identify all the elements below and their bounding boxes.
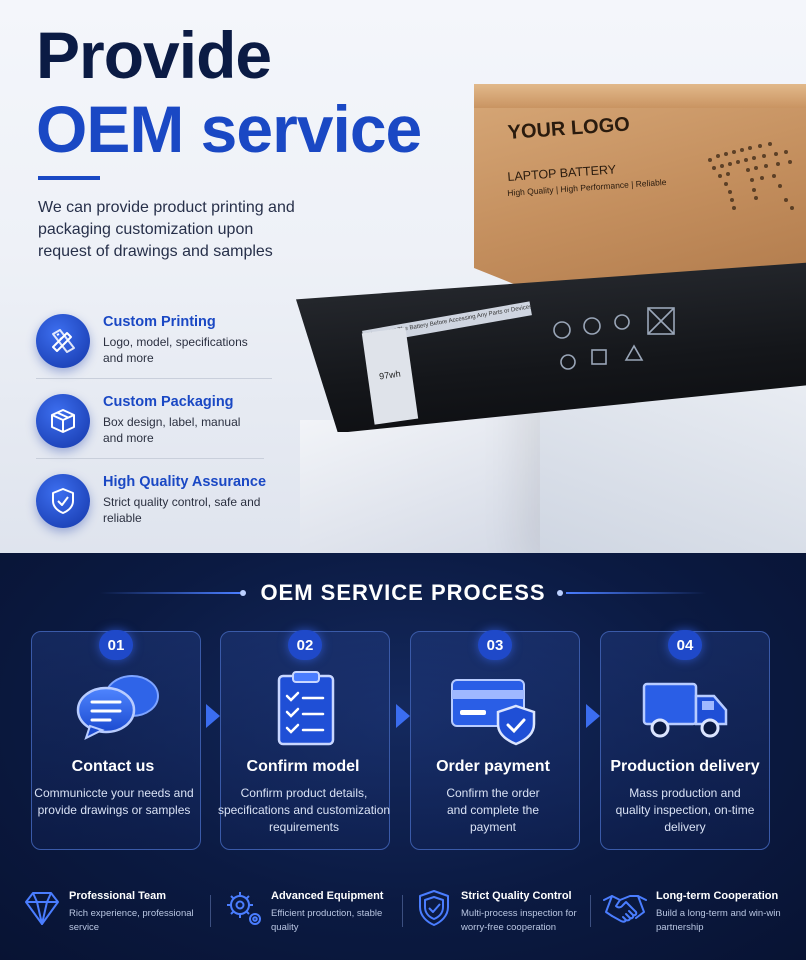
feature-desc: Logo, model, specifications and more [103,335,248,365]
shield-check-icon [36,474,90,528]
feature-quality-assurance: High Quality Assurance Strict quality co… [36,472,276,542]
handshake-icon [603,895,647,923]
footer-item-advanced-equipment: Advanced Equipment Efficient production,… [224,888,404,936]
step-desc: Communiccte your needs and provide drawi… [34,786,194,817]
divider [36,458,264,459]
step-title: Contact us [71,758,155,775]
hero-lead-text: We can provide product printing and pack… [38,199,295,260]
step-number: 01 [99,630,133,660]
feature-title: Custom Printing [103,314,216,330]
truck-icon [642,682,728,738]
cardboard-box [474,84,806,284]
footer-divider [210,895,211,927]
step-title: Production delivery [610,758,760,775]
shield-check-icon [419,890,449,926]
step-desc: Confirm product details, specifications … [217,786,391,834]
footer-title: Advanced Equipment [271,890,384,902]
footer-title: Professional Team [69,890,166,902]
step-arrow [206,704,220,728]
step-number: 02 [288,630,322,660]
footer-desc: Rich experience, professional service [69,908,194,933]
world-map-icon [708,142,794,210]
step-desc: Mass production and quality inspection, … [615,786,755,834]
footer-desc: Build a long-term and win-win partnershi… [656,908,781,933]
box-flap [474,84,806,108]
title-dot-right [557,590,563,596]
chat-bubbles-icon [76,675,159,740]
pencil-ruler-icon [36,314,90,368]
hero-title-line1: Provide [36,18,272,92]
credit-card-shield-icon [451,679,536,746]
footer-title: Long-term Cooperation [656,890,779,902]
step-title: Confirm model [246,758,360,775]
diamond-icon [25,892,59,925]
footer-item-professional-team: Professional Team Rich experience, profe… [22,888,202,936]
step-arrow [396,704,410,728]
footer-divider [590,895,591,927]
gears-icon [227,892,261,925]
title-underline [38,176,100,180]
divider [36,378,272,379]
feature-title: Custom Packaging [103,394,234,410]
feature-title: High Quality Assurance [103,474,267,490]
feature-desc: Strict quality control, safe and reliabl… [103,495,261,525]
step-desc: Confirm the order and complete the payme… [446,786,540,834]
footer-desc: Multi-process inspection for worry-free … [461,908,577,933]
footer-desc: Efficient production, stable quality [271,908,383,933]
process-section [0,553,806,960]
step-arrow [586,704,600,728]
process-title: OEM SERVICE PROCESS [260,580,546,605]
title-rule-right [566,592,706,594]
process-step-card [31,631,201,850]
footer-item-quality-control: Strict Quality Control Multi-process ins… [414,888,594,936]
step-number: 04 [668,630,702,660]
footer-divider [402,895,403,927]
hero-title-line2: OEM service [36,92,422,166]
process-step-card [410,631,580,850]
feature-desc: Box design, label, manual and more [103,415,241,445]
step-number: 03 [478,630,512,660]
process-step-card [600,631,770,850]
footer-item-long-term-cooperation: Long-term Cooperation Build a long-term … [602,888,802,936]
feature-custom-printing: Custom Printing Logo, model, specificati… [36,312,276,382]
feature-custom-packaging: Custom Packaging Box design, label, manu… [36,392,276,462]
title-rule-left [100,592,240,594]
checklist-icon [277,671,335,746]
footer-title: Strict Quality Control [461,890,572,902]
box-icon [36,394,90,448]
certification-marks-icon [553,307,675,370]
step-title: Order payment [436,758,550,775]
title-dot-left [240,590,246,596]
battery-capacity: 97wh [378,368,402,382]
